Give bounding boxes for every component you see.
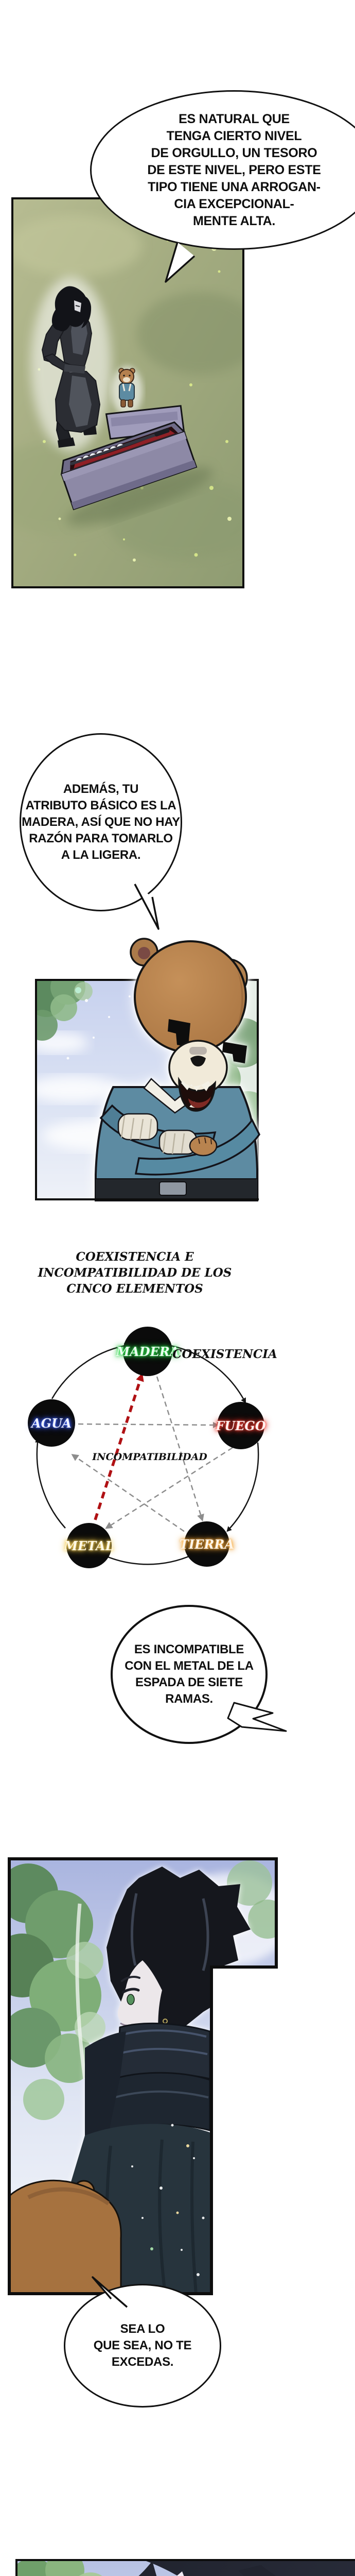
character-ear bbox=[239, 2565, 274, 2576]
bubble-line: ATRIBUTO BÁSICO ES LA bbox=[25, 799, 176, 812]
bubble-line: DE ORGULLO, UN TESORO bbox=[151, 145, 317, 160]
bubble-line: ADEMÁS, TU bbox=[63, 782, 139, 796]
field-scene-art bbox=[13, 199, 242, 586]
bubble-line: TIPO TIENE UNA ARROGAN- bbox=[148, 179, 321, 194]
bubble-line: CIA EXCEPCIONAL- bbox=[174, 196, 294, 211]
five-elements-diagram: MADERA AGUA FUEGO METAL TIERRA COEXISTEN… bbox=[28, 1327, 277, 1568]
foliage bbox=[9, 1860, 276, 2120]
incompatibility-label: INCOMPATIBILIDAD bbox=[92, 1451, 207, 1463]
bubble-line: CON EL METAL DE LA bbox=[125, 1659, 254, 1673]
profile-closeup-art: FU~ bbox=[17, 2561, 355, 2576]
speech-bubble-excedas: SEA LO QUE SEA, NO TE EXCEDAS. bbox=[64, 2284, 221, 2408]
sparkles bbox=[66, 987, 131, 1060]
bubble-line: A LA LIGERA. bbox=[61, 848, 141, 862]
bubble-line: ESPADA DE SIETE bbox=[135, 1675, 243, 1689]
foliage-left bbox=[37, 981, 93, 1041]
leaves-top-left bbox=[17, 2561, 102, 2576]
sword-case bbox=[60, 405, 214, 526]
bear-mouth bbox=[178, 1076, 217, 1112]
diagram-title: COEXISTENCIA E INCOMPATIBILIDAD DE LOS C… bbox=[0, 1249, 270, 1297]
coexistence-label: COEXISTENCIA bbox=[172, 1347, 277, 1361]
bubble-line: MADERA, ASÍ QUE NO HAY bbox=[22, 815, 180, 829]
bear-head bbox=[134, 940, 247, 1112]
sparkles bbox=[131, 2124, 205, 2276]
bubble-line: RAZÓN PARA TOMARLO bbox=[29, 832, 173, 845]
speech-bubble-natural: ES NATURAL QUE TENGA CIERTO NIVEL DE ORG… bbox=[90, 90, 355, 250]
diagram-title-line: INCOMPATIBILIDAD DE LOS bbox=[38, 1266, 232, 1280]
diagram-title-line: CINCO ELEMENTOS bbox=[66, 1282, 203, 1296]
metal-vs-wood-arrow bbox=[94, 1372, 144, 1520]
speech-bubble-tail-icon bbox=[92, 2276, 128, 2308]
coexistence-cycle-arrows bbox=[36, 1345, 259, 1565]
speech-bubble-ademas: ADEMÁS, TU ATRIBUTO BÁSICO ES LA MADERA,… bbox=[20, 733, 182, 911]
panel-border-repair bbox=[35, 1198, 259, 1200]
node-metal: METAL bbox=[64, 1538, 114, 1553]
panel-field-scene bbox=[11, 197, 244, 588]
speech-bubble-zigzag-tail-icon bbox=[227, 1702, 287, 1732]
small-bear bbox=[112, 366, 143, 416]
node-tierra: TIERRA bbox=[180, 1537, 234, 1552]
bubble-line: DE ESTE NIVEL, PERO ESTE bbox=[147, 162, 321, 177]
seven-branched-sword bbox=[70, 428, 170, 465]
bear-body bbox=[95, 1077, 261, 1201]
robed-man bbox=[31, 277, 111, 452]
node-agua: AGUA bbox=[30, 1416, 72, 1431]
bubble-line: TENGA CIERTO NIVEL bbox=[166, 128, 302, 143]
panel-warrior-scene bbox=[8, 1857, 278, 2295]
incompatibility-arrows bbox=[77, 1376, 233, 1537]
bubble-line: SEA LO bbox=[120, 2322, 165, 2336]
character-face bbox=[176, 2571, 184, 2576]
bubble-line: RAMAS. bbox=[165, 1692, 213, 1706]
bubble-line: ES NATURAL QUE bbox=[179, 111, 290, 126]
bear-head-foreground bbox=[9, 2179, 122, 2294]
incompatibility-arrowheads bbox=[71, 1422, 219, 1529]
bear-character bbox=[95, 938, 261, 1201]
panel-profile-closeup: FU~ bbox=[15, 2559, 355, 2576]
element-nodes: MADERA AGUA FUEGO METAL TIERRA bbox=[28, 1327, 266, 1568]
node-fuego: FUEGO bbox=[215, 1418, 266, 1433]
bubble-line: MENTE ALTA. bbox=[192, 213, 276, 228]
bubble-line: EXCEDAS. bbox=[111, 2355, 174, 2369]
speech-bubble-tail-icon bbox=[134, 884, 159, 930]
speech-bubble-tail-icon bbox=[165, 242, 196, 283]
bubble-line: ES INCOMPATIBLE bbox=[134, 1642, 244, 1656]
bubble-line: QUE SEA, NO TE bbox=[93, 2338, 192, 2352]
node-madera: MADERA bbox=[116, 1344, 180, 1359]
diagram-title-line: COEXISTENCIA E bbox=[76, 1250, 194, 1264]
